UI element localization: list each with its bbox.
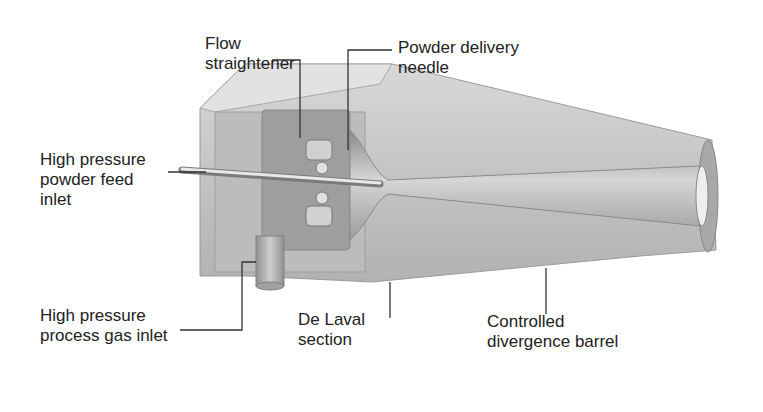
leader-line — [545, 268, 546, 314]
part-label: High pressure powder feed inlet — [40, 150, 162, 210]
part-label: Powder delivery needle — [398, 38, 528, 78]
part-label: High pressure process gas inlet — [40, 306, 190, 346]
straightener-vane — [316, 162, 328, 174]
powder-needle — [182, 170, 380, 184]
leader-line — [272, 60, 300, 138]
powder-needle — [182, 169, 380, 183]
leader-line — [389, 282, 390, 318]
gas-inlet-pipe — [256, 236, 284, 286]
part-label: Controlled divergence barrel — [487, 312, 647, 352]
part-label: Flow straightener — [205, 34, 271, 74]
leader-line — [180, 262, 256, 330]
part-label: De Laval section — [298, 310, 384, 350]
leader-line — [348, 50, 392, 150]
straightener-vane — [306, 140, 332, 160]
outlet-bore — [696, 166, 708, 226]
bore — [350, 130, 700, 240]
straightener-vane — [306, 206, 332, 226]
gas-inlet-pipe — [256, 282, 284, 290]
leader-line — [168, 171, 206, 172]
straightener-vane — [316, 192, 328, 204]
